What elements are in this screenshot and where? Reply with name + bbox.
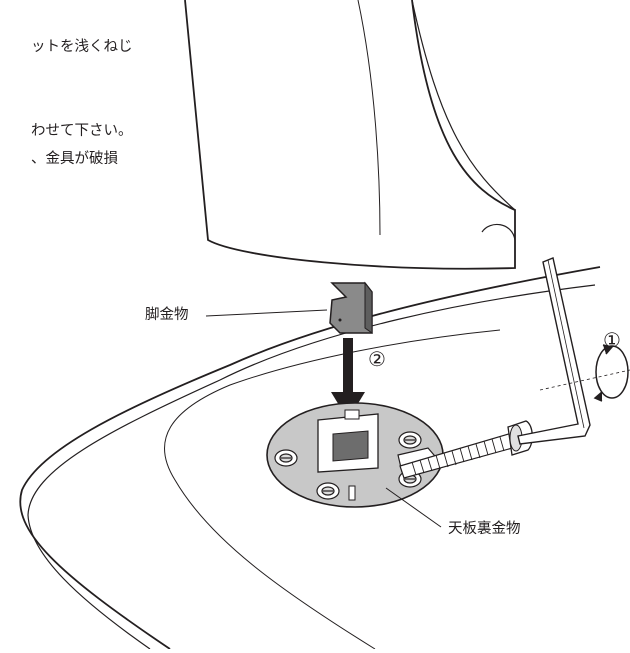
tabletop-plate: [266, 402, 444, 508]
leg-bracket-label: 脚金物: [145, 307, 189, 323]
instruction-line-2: わせて下さい。: [31, 123, 133, 139]
leg-bracket-leader: [205, 309, 328, 317]
table-leg: [184, 0, 516, 270]
hex-key-icon: [517, 257, 591, 445]
step-two-marker: ②: [368, 347, 386, 371]
instruction-line-1: ットを浅くねじ: [31, 39, 133, 55]
instruction-line-3: 、金具が破損: [31, 151, 118, 167]
leg-bracket: [329, 281, 373, 334]
tabletop-plate-leader: [385, 487, 442, 528]
step-one-marker: ①: [603, 328, 621, 352]
tabletop-outline: [19, 266, 601, 650]
rotate-arrows-icon: [539, 344, 630, 402]
tabletop-plate-label: 天板裏金物: [448, 521, 521, 537]
